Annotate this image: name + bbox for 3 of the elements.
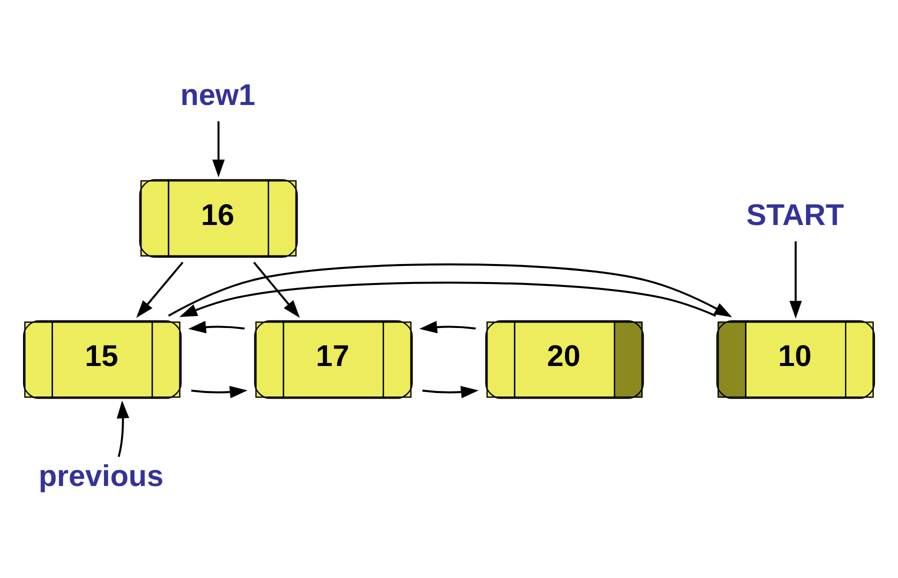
node-text: new1 [180,78,256,112]
node-text: previous [38,460,164,494]
node-text: START [746,198,844,232]
